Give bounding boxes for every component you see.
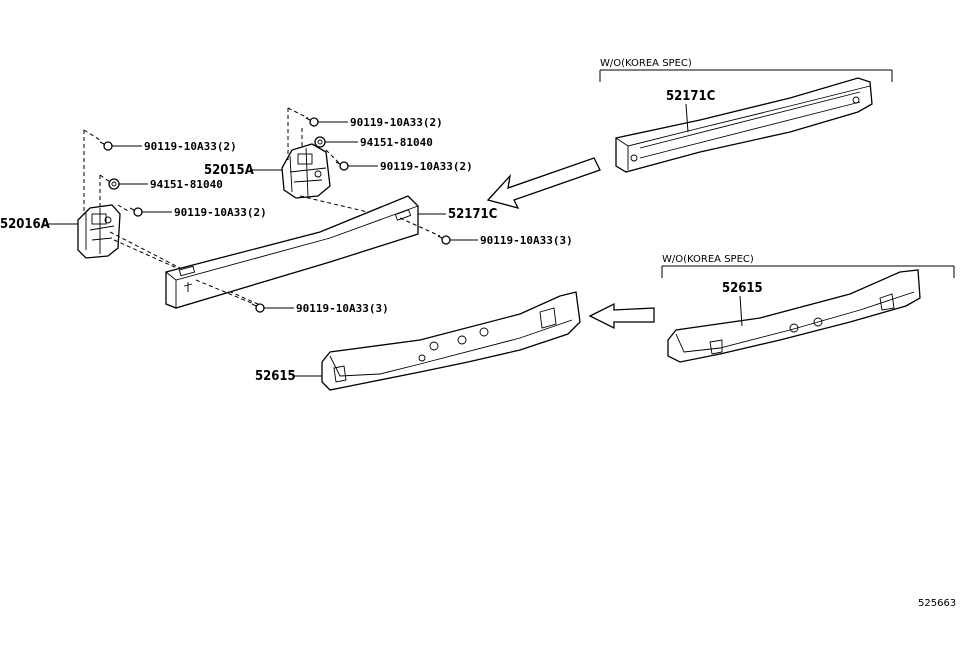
arrow-icon xyxy=(588,302,655,330)
label-52171c-alt: 52171C xyxy=(666,89,715,104)
label-52171c-main: 52171C xyxy=(448,207,497,222)
note-top: W/O(KOREA SPEC) xyxy=(600,58,692,69)
arrow-icon xyxy=(486,157,601,209)
label-52016a: 52016A xyxy=(0,217,50,232)
label-bolt-c: 90119-10A33(2) xyxy=(174,206,267,219)
label-nut-a: 94151-81040 xyxy=(150,178,223,191)
label-52615-alt: 52615 xyxy=(722,281,763,296)
note-bottom: W/O(KOREA SPEC) xyxy=(662,254,754,265)
reinforcement-52171c[interactable] xyxy=(165,195,419,309)
bolt-icon xyxy=(99,141,113,151)
label-bolt-a: 90119-10A33(2) xyxy=(144,140,237,153)
bracket-52015a[interactable] xyxy=(281,143,331,199)
absorber-52615-alt[interactable] xyxy=(667,269,921,363)
label-52015a: 52015A xyxy=(204,163,254,178)
label-nut-b: 94151-81040 xyxy=(360,136,433,149)
bolt-icon xyxy=(129,207,143,217)
bolt-icon xyxy=(437,235,451,245)
nut-icon xyxy=(314,136,326,148)
label-bolt-e: 90119-10A33(3) xyxy=(480,234,573,247)
label-52615-main: 52615 xyxy=(255,369,296,384)
bolt-icon xyxy=(335,161,349,171)
bolt-icon xyxy=(251,303,265,313)
bracket-52016a[interactable] xyxy=(77,204,121,259)
label-bolt-f: 90119-10A33(3) xyxy=(296,302,389,315)
figure-id: 525663 xyxy=(918,598,956,609)
label-bolt-d: 90119-10A33(2) xyxy=(380,160,473,173)
bolt-icon xyxy=(305,117,319,127)
absorber-52615[interactable] xyxy=(321,291,581,391)
reinforcement-52171c-alt[interactable] xyxy=(615,77,873,173)
label-bolt-b: 90119-10A33(2) xyxy=(350,116,443,129)
nut-icon xyxy=(108,178,120,190)
